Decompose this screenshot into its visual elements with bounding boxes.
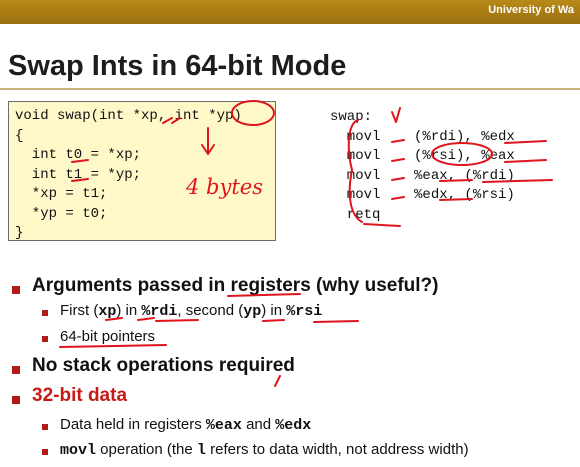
ink-underline-yp (262, 319, 285, 322)
code-line: int t1 = *yp; (15, 166, 142, 183)
ink-underline-rdi-bullet (155, 319, 199, 322)
asm-line: movl %edx, (%rsi) (330, 187, 515, 203)
c-code: void swap(int *xp, int *yp) { int t0 = *… (15, 107, 275, 244)
code-line: { (15, 127, 24, 144)
code-line: void swap(int *xp, int *yp) (15, 108, 242, 124)
bullet-square (42, 424, 48, 430)
bullet-square (42, 449, 48, 455)
bullet-64bit-pointers: 64-bit pointers (60, 328, 156, 345)
bullet-arguments: Arguments passed in registers (why usefu… (32, 275, 439, 296)
bullet-no-stack: No stack operations required (32, 355, 295, 376)
asm-line: swap: (330, 109, 373, 125)
bullet-32bit-data: 32-bit data (32, 385, 128, 406)
asm-line: movl (%rsi), %eax (330, 148, 515, 164)
bullet-movl-operation: movl operation (the l refers to data wid… (60, 441, 469, 459)
bullet-square (12, 366, 20, 374)
bullet-square (12, 286, 20, 294)
bullet-square (42, 310, 48, 316)
code-line: } (15, 225, 24, 241)
ink-underline-64bit (59, 344, 167, 348)
title-divider (0, 88, 580, 90)
code-line: *yp = t0; (15, 205, 108, 222)
header-bar: University of Wa (0, 0, 580, 24)
university-label: University of Wa (488, 4, 574, 16)
bullet-square (12, 396, 20, 404)
bullet-data-registers: Data held in registers %eax and %edx (60, 416, 312, 434)
code-line: int t0 = *xp; (15, 147, 142, 163)
bullet-square (42, 336, 48, 342)
ink-tick-data (274, 375, 281, 387)
assembly-code: swap: movl (%rdi), %edx movl (%rsi), %ea… (330, 108, 515, 225)
ink-underline-rsi-bullet (313, 320, 359, 323)
slide-title: Swap Ints in 64-bit Mode (8, 50, 347, 82)
asm-line: movl (%rdi), %edx (330, 128, 515, 145)
bullet-first-second: First (xp) in %rdi, second (yp) in %rsi (60, 302, 323, 320)
asm-line: movl %eax, (%rdi) (330, 167, 515, 184)
code-line: *xp = t1; (15, 186, 108, 202)
c-code-box: void swap(int *xp, int *yp) { int t0 = *… (8, 101, 276, 241)
asm-line: retq (330, 206, 381, 223)
